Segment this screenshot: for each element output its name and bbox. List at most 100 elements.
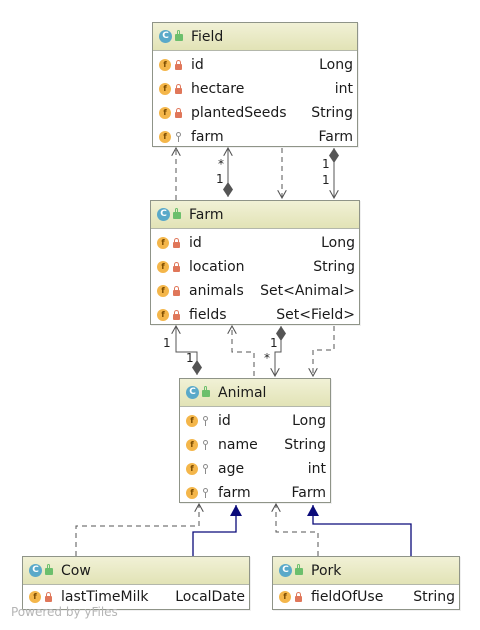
field-icon: f <box>157 309 169 321</box>
link-cow-extends-animal <box>192 505 242 556</box>
field-name: plantedSeeds <box>191 105 287 121</box>
field-type: String <box>284 437 326 453</box>
class-icon: C <box>159 30 172 43</box>
field-type: int <box>334 81 353 97</box>
field-name: fieldOfUse <box>311 589 384 605</box>
private-lock-icon <box>173 310 180 320</box>
field-name: age <box>218 461 245 477</box>
package-visibility-icon <box>202 487 209 499</box>
field-type: Set<Animal> <box>260 283 355 299</box>
private-lock-icon <box>175 60 182 70</box>
multiplicity-field-farm-one-b: 1 <box>322 157 330 171</box>
multiplicity-field-farm-one-a: 1 <box>216 172 224 186</box>
link-farm-animal-aggregation-right <box>275 326 281 376</box>
class-cow[interactable]: C Cow f lastTimeMilk LocalDate <box>22 556 250 610</box>
private-lock-icon <box>175 84 182 94</box>
field-name: hectare <box>191 81 245 97</box>
field-name: id <box>189 235 202 251</box>
package-visibility-icon <box>202 439 209 451</box>
field-row-farm[interactable]: f farm Farm <box>153 125 357 149</box>
field-icon: f <box>279 591 291 603</box>
farm-row-location[interactable]: f location String <box>151 255 359 279</box>
public-visibility-icon <box>45 564 53 575</box>
farm-row-fields[interactable]: f fields Set<Field> <box>151 303 359 327</box>
field-type: String <box>413 589 455 605</box>
field-name: id <box>191 57 204 73</box>
class-cow-name: Cow <box>61 562 91 579</box>
private-lock-icon <box>295 592 302 602</box>
class-pork[interactable]: C Pork f fieldOfUse String <box>272 556 460 610</box>
field-type: Set<Field> <box>276 307 355 323</box>
multiplicity-field-farm-one-c: 1 <box>322 173 330 187</box>
field-icon: f <box>159 131 171 143</box>
field-row-hectare[interactable]: f hectare int <box>153 77 357 101</box>
class-pork-header[interactable]: C Pork <box>273 557 459 585</box>
link-cow-to-animal-dashed <box>75 504 199 556</box>
private-lock-icon <box>45 592 52 602</box>
field-name: lastTimeMilk <box>61 589 149 605</box>
link-farm-to-animal-dashed <box>313 326 335 376</box>
field-type: String <box>311 105 353 121</box>
field-type: Farm <box>318 129 354 145</box>
class-field[interactable]: C Field f id Long f hectare int f plante… <box>152 22 358 147</box>
class-farm-header[interactable]: C Farm <box>151 201 359 229</box>
field-name: id <box>218 413 231 429</box>
class-icon: C <box>279 564 292 577</box>
field-name: location <box>189 259 245 275</box>
cow-row-lasttimemilk[interactable]: f lastTimeMilk LocalDate <box>23 585 249 609</box>
class-icon: C <box>157 208 170 221</box>
field-icon: f <box>186 415 198 427</box>
class-icon: C <box>186 386 199 399</box>
class-farm[interactable]: C Farm f id Long f location String f ani… <box>150 200 360 325</box>
field-row-id[interactable]: f id Long <box>153 53 357 77</box>
field-type: Long <box>321 235 355 251</box>
field-name: name <box>218 437 258 453</box>
multiplicity-farm-animal-right-bottom: * <box>264 351 270 365</box>
animal-row-age[interactable]: f age int <box>180 457 330 481</box>
private-lock-icon <box>173 262 180 272</box>
field-type: Farm <box>291 485 327 501</box>
class-cow-header[interactable]: C Cow <box>23 557 249 585</box>
field-type: Long <box>319 57 353 73</box>
class-field-header[interactable]: C Field <box>153 23 357 51</box>
package-visibility-icon <box>202 463 209 475</box>
private-lock-icon <box>175 108 182 118</box>
powered-by-watermark: Powered by yFiles <box>11 605 118 619</box>
field-icon: f <box>159 107 171 119</box>
field-icon: f <box>186 439 198 451</box>
multiplicity-farm-animal-left-bottom: 1 <box>186 351 194 365</box>
multiplicity-farm-animal-right-top: 1 <box>270 336 278 350</box>
farm-row-id[interactable]: f id Long <box>151 231 359 255</box>
field-icon: f <box>157 261 169 273</box>
private-lock-icon <box>173 286 180 296</box>
public-visibility-icon <box>202 386 210 397</box>
link-animal-to-farm-dashed <box>232 326 255 376</box>
field-name: farm <box>191 129 224 145</box>
field-name: farm <box>218 485 251 501</box>
public-visibility-icon <box>175 30 183 41</box>
public-visibility-icon <box>295 564 303 575</box>
field-icon: f <box>186 487 198 499</box>
field-icon: f <box>29 591 41 603</box>
field-icon: f <box>157 237 169 249</box>
pork-row-fieldofuse[interactable]: f fieldOfUse String <box>273 585 459 609</box>
field-icon: f <box>159 83 171 95</box>
class-animal-header[interactable]: C Animal <box>180 379 330 407</box>
field-name: fields <box>189 307 227 323</box>
link-farm-animal-aggregation-left <box>176 326 197 375</box>
class-animal[interactable]: C Animal f id Long f name String f age i… <box>179 378 331 503</box>
package-visibility-icon <box>175 131 182 143</box>
animal-row-name[interactable]: f name String <box>180 433 330 457</box>
animal-row-farm[interactable]: f farm Farm <box>180 481 330 505</box>
farm-row-animals[interactable]: f animals Set<Animal> <box>151 279 359 303</box>
class-animal-name: Animal <box>218 384 267 401</box>
multiplicity-farm-animal-left-top: 1 <box>163 336 171 350</box>
animal-row-id[interactable]: f id Long <box>180 409 330 433</box>
link-pork-extends-animal <box>307 505 412 556</box>
field-name: animals <box>189 283 244 299</box>
field-row-plantedseeds[interactable]: f plantedSeeds String <box>153 101 357 125</box>
public-visibility-icon <box>173 208 181 219</box>
link-pork-to-animal-dashed <box>276 504 319 556</box>
